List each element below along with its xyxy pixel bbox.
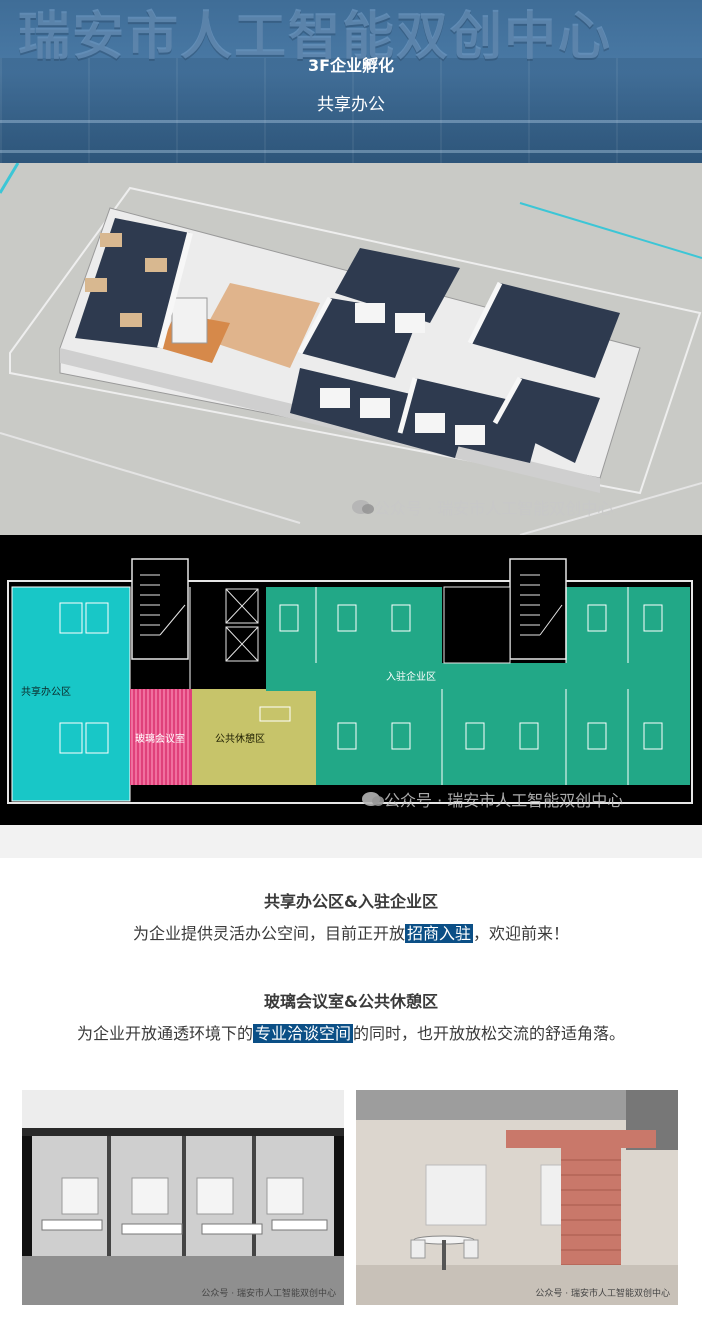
section-body: 为企业开放通透环境下的专业洽谈空间的同时，也开放放松交流的舒适角落。	[0, 1020, 702, 1044]
wechat-icon	[352, 500, 374, 514]
section-body-text: 的同时，也开放放松交流的舒适角落。	[353, 1024, 626, 1043]
section-separator	[0, 825, 702, 858]
page-subtitle: 共享办公	[317, 95, 385, 115]
photo-shared-office: 公众号 · 瑞安市人工智能双创中心	[22, 1090, 344, 1305]
page-title: 3F企业孵化	[307, 56, 395, 75]
watermark-text: 公众号 · 瑞安市人工智能双创中心	[535, 1289, 670, 1299]
zone-label-glass-meeting: 玻璃会议室	[135, 732, 185, 745]
floor-3d-illustration	[0, 163, 702, 535]
zone-label-shared-office: 共享办公区	[21, 685, 71, 698]
lounge-interior-illustration	[356, 1090, 678, 1305]
banner-beam	[0, 150, 702, 153]
zone-label-lounge: 公共休憩区	[215, 732, 265, 745]
banner-ceiling	[0, 58, 702, 163]
office-interior-illustration	[22, 1090, 344, 1305]
watermark-text: 公众号 · 瑞安市人工智能双创中心	[374, 499, 614, 518]
watermark: 公众号 · 瑞安市人工智能双创中心	[362, 787, 623, 811]
section-body-text: ，欢迎前来！	[473, 924, 570, 943]
section-body: 为企业提供灵活办公空间，目前正开放招商入驻，欢迎前来！	[0, 920, 702, 944]
section-title: 玻璃会议室&公共休憩区	[264, 992, 438, 1011]
floor-plan: 共享办公区 玻璃会议室 公共休憩区 入驻企业区 公众号 · 瑞安市人工智能双创中…	[0, 535, 702, 825]
section-body-text: 为企业开放通透环境下的	[76, 1024, 253, 1043]
watermark-text: 公众号 · 瑞安市人工智能双创中心	[384, 791, 624, 810]
watermark-text: 公众号 · 瑞安市人工智能双创中心	[201, 1289, 336, 1299]
floor-plan-drawing: 共享办公区 玻璃会议室 公共休憩区 入驻企业区	[7, 558, 693, 804]
zone-label-tenant: 入驻企业区	[386, 670, 436, 683]
banner-beam	[0, 120, 702, 123]
section-title: 共享办公区&入驻企业区	[264, 892, 438, 911]
highlight-text: 招商入驻	[404, 924, 473, 943]
section-body-text: 为企业提供灵活办公空间，目前正开放	[132, 924, 405, 943]
watermark: 公众号 · 瑞安市人工智能双创中心	[352, 495, 613, 519]
photo-lounge: 公众号 · 瑞安市人工智能双创中心	[356, 1090, 678, 1305]
header-banner: 瑞安市人工智能双创中心 3F企业孵化 共享办公	[0, 0, 702, 163]
highlight-text: 专业洽谈空间	[252, 1024, 353, 1043]
floor-3d-rendering: 公众号 · 瑞安市人工智能双创中心	[0, 163, 702, 535]
wechat-icon	[362, 792, 384, 806]
banner-wall-text: 瑞安市人工智能双创中心	[18, 7, 613, 67]
